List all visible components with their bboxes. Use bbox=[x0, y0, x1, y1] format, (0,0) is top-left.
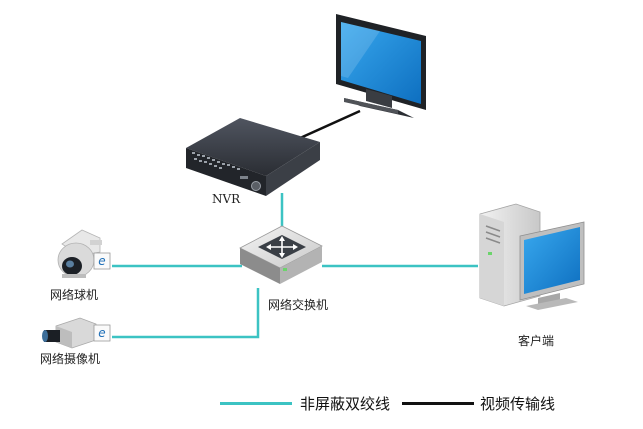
switch-icon bbox=[239, 225, 323, 284]
client-pc-icon bbox=[479, 203, 585, 310]
ie-icon: e bbox=[93, 252, 111, 270]
legend-utp-swatch bbox=[220, 402, 292, 405]
box-camera-label: 网络摄像机 bbox=[40, 352, 101, 366]
nvr-label: NVR bbox=[212, 192, 241, 206]
cable-boxcam-switch bbox=[112, 288, 260, 339]
legend-video-swatch bbox=[402, 402, 474, 405]
dome-camera-label: 网络球机 bbox=[50, 288, 99, 302]
monitor-icon bbox=[336, 14, 426, 118]
svg-text:e: e bbox=[98, 254, 105, 268]
connection-lines bbox=[112, 109, 478, 339]
box-camera-icon bbox=[42, 317, 97, 349]
ie-icon: e bbox=[93, 324, 111, 342]
svg-text:e: e bbox=[98, 326, 105, 340]
switch-label: 网络交换机 bbox=[268, 298, 329, 312]
legend-video-label: 视频传输线 bbox=[480, 395, 556, 413]
legend-utp-label: 非屏蔽双绞线 bbox=[300, 395, 391, 413]
dome-camera-icon bbox=[57, 229, 102, 278]
nvr-icon bbox=[186, 118, 320, 196]
client-label: 客户端 bbox=[518, 334, 555, 348]
